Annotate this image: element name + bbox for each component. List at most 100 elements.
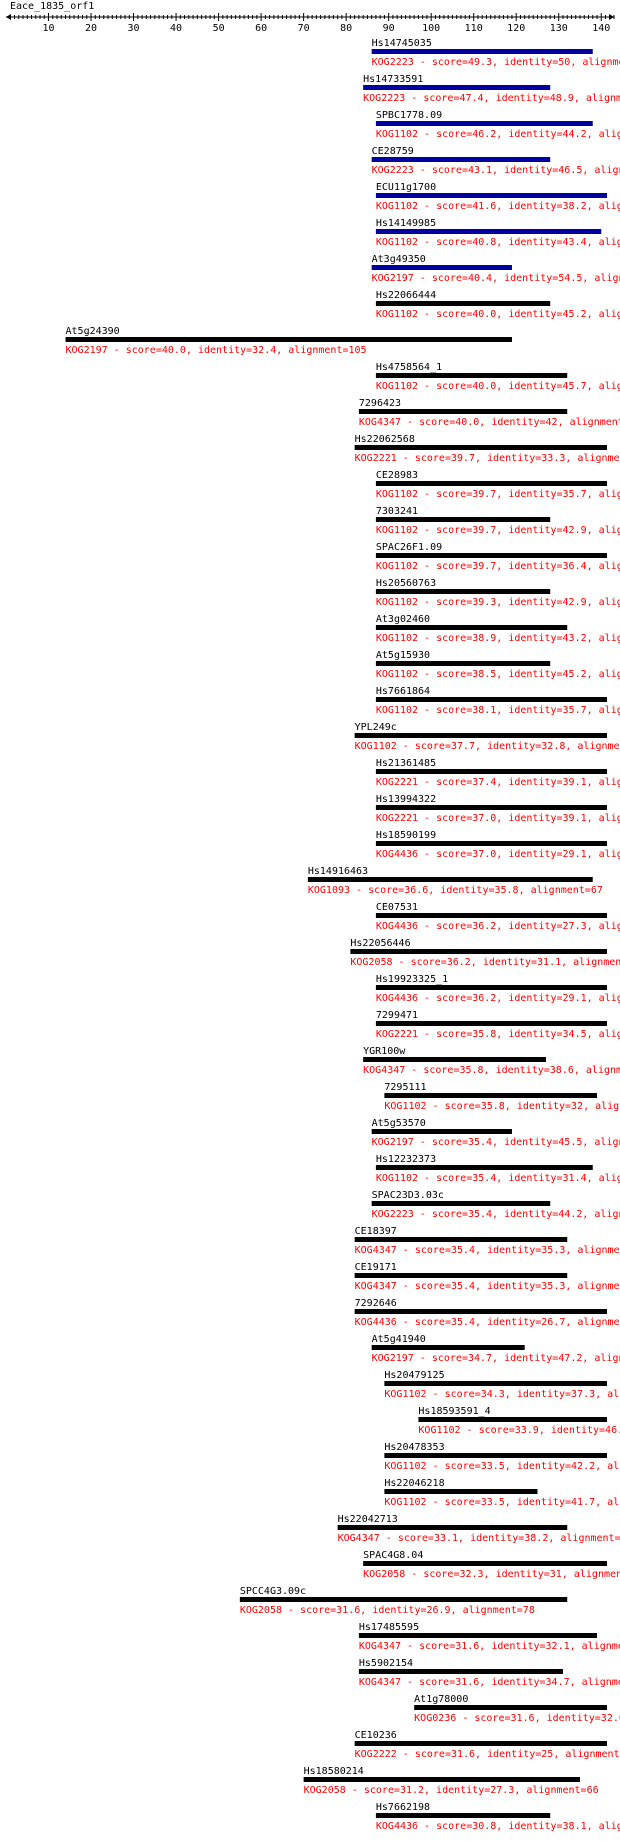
hit-bar[interactable] <box>384 1381 607 1386</box>
hit-description[interactable]: KOG2223 - score=43.1, identity=46.5, ali… <box>372 165 620 176</box>
hit-description[interactable]: KOG1102 - score=40.0, identity=45.7, ali… <box>376 381 620 392</box>
hit-name[interactable]: Hs22062568 <box>355 434 415 445</box>
hit-description[interactable]: KOG1102 - score=41.6, identity=38.2, ali… <box>376 201 620 212</box>
hit-name[interactable]: At3g02460 <box>376 614 430 625</box>
hit-bar[interactable] <box>371 1201 551 1206</box>
hit-description[interactable]: KOG4347 - score=33.1, identity=38.2, ali… <box>338 1533 620 1544</box>
hit-name[interactable]: 7292646 <box>355 1298 397 1309</box>
hit-bar[interactable] <box>375 841 607 846</box>
hit-bar[interactable] <box>375 769 607 774</box>
hit-bar[interactable] <box>354 733 607 738</box>
hit-bar[interactable] <box>418 1417 607 1422</box>
hit-description[interactable]: KOG4347 - score=35.4, identity=35.3, ali… <box>355 1281 620 1292</box>
hit-name[interactable]: Hs19923325_1 <box>376 974 448 985</box>
hit-description[interactable]: KOG2197 - score=34.7, identity=47.2, ali… <box>372 1353 620 1364</box>
hit-name[interactable]: Hs14149985 <box>376 218 436 229</box>
hit-bar[interactable] <box>371 1129 512 1134</box>
hit-description[interactable]: KOG1102 - score=34.3, identity=37.3, ali <box>384 1389 620 1400</box>
hit-description[interactable]: KOG2222 - score=31.6, identity=25, align… <box>355 1749 620 1760</box>
hit-bar[interactable] <box>337 1525 568 1530</box>
hit-name[interactable]: Hs14745035 <box>372 38 432 49</box>
hit-bar[interactable] <box>375 805 607 810</box>
hit-name[interactable]: Hs22042713 <box>338 1514 398 1525</box>
hit-bar[interactable] <box>375 1165 593 1170</box>
hit-description[interactable]: KOG4347 - score=35.8, identity=38.6, ali… <box>363 1065 620 1076</box>
hit-name[interactable]: SPBC1778.09 <box>376 110 442 121</box>
hit-bar[interactable] <box>354 1273 568 1278</box>
hit-description[interactable]: KOG1102 - score=38.9, identity=43.2, ali… <box>376 633 620 644</box>
hit-name[interactable]: Hs4758564_1 <box>376 362 442 373</box>
hit-description[interactable]: KOG4436 - score=30.8, identity=38.1, ali… <box>376 1821 620 1832</box>
hit-name[interactable]: 7299471 <box>376 1010 418 1021</box>
hit-bar[interactable] <box>363 85 551 90</box>
hit-bar[interactable] <box>371 1345 525 1350</box>
hit-name[interactable]: CE28983 <box>376 470 418 481</box>
hit-name[interactable]: Hs18580214 <box>304 1766 364 1777</box>
hit-description[interactable]: KOG1102 - score=40.0, identity=45.2, ali… <box>376 309 620 320</box>
hit-name[interactable]: Hs22056446 <box>350 938 410 949</box>
hit-bar[interactable] <box>375 481 607 486</box>
hit-name[interactable]: 7295111 <box>384 1082 426 1093</box>
hit-description[interactable]: KOG4436 - score=36.2, identity=29.1, ali… <box>376 993 620 1004</box>
hit-description[interactable]: KOG2058 - score=31.6, identity=26.9, ali… <box>240 1605 535 1616</box>
hit-description[interactable]: KOG2197 - score=40.4, identity=54.5, ali… <box>372 273 620 284</box>
hit-description[interactable]: KOG2058 - score=36.2, identity=31.1, ali… <box>350 957 620 968</box>
hit-description[interactable]: KOG4436 - score=36.2, identity=27.3, ali… <box>376 921 620 932</box>
hit-bar[interactable] <box>375 373 568 378</box>
hit-bar[interactable] <box>358 1669 563 1674</box>
hit-name[interactable]: Hs21361485 <box>376 758 436 769</box>
hit-name[interactable]: Hs18593591_4 <box>418 1406 490 1417</box>
hit-name[interactable]: Hs17485595 <box>359 1622 419 1633</box>
hit-bar[interactable] <box>375 553 607 558</box>
hit-bar[interactable] <box>375 661 551 666</box>
hit-bar[interactable] <box>375 697 607 702</box>
hit-name[interactable]: CE07531 <box>376 902 418 913</box>
hit-description[interactable]: KOG1102 - score=39.7, identity=36.4, ali… <box>376 561 620 572</box>
hit-bar[interactable] <box>375 1813 551 1818</box>
hit-description[interactable]: KOG2223 - score=35.4, identity=44.2, ali… <box>372 1209 620 1220</box>
hit-bar[interactable] <box>414 1705 607 1710</box>
hit-description[interactable]: KOG2221 - score=37.0, identity=39.1, ali… <box>376 813 620 824</box>
hit-description[interactable]: KOG4436 - score=37.0, identity=29.1, ali… <box>376 849 620 860</box>
hit-bar[interactable] <box>371 49 593 54</box>
hit-description[interactable]: KOG2197 - score=40.0, identity=32.4, ali… <box>66 345 367 356</box>
hit-description[interactable]: KOG1102 - score=33.9, identity=46.9 <box>418 1425 620 1436</box>
hit-name[interactable]: Hs7662198 <box>376 1802 430 1813</box>
hit-bar[interactable] <box>307 877 593 882</box>
hit-description[interactable]: KOG1102 - score=33.5, identity=41.7, ali <box>384 1497 620 1508</box>
hit-description[interactable]: KOG4436 - score=35.4, identity=26.7, ali… <box>355 1317 620 1328</box>
hit-description[interactable]: KOG1102 - score=40.8, identity=43.4, ali… <box>376 237 620 248</box>
hit-description[interactable]: KOG1102 - score=35.4, identity=31.4, ali… <box>376 1173 620 1184</box>
hit-name[interactable]: Hs14733591 <box>363 74 423 85</box>
hit-bar[interactable] <box>65 337 512 342</box>
hit-description[interactable]: KOG1102 - score=39.7, identity=42.9, ali… <box>376 525 620 536</box>
hit-bar[interactable] <box>239 1597 568 1602</box>
hit-bar[interactable] <box>375 121 593 126</box>
hit-name[interactable]: At5g41940 <box>372 1334 426 1345</box>
hit-name[interactable]: At5g53570 <box>372 1118 426 1129</box>
hit-bar[interactable] <box>350 949 607 954</box>
hit-name[interactable]: Hs20478353 <box>384 1442 444 1453</box>
hit-description[interactable]: KOG1093 - score=36.6, identity=35.8, ali… <box>308 885 603 896</box>
hit-name[interactable]: Hs22066444 <box>376 290 436 301</box>
hit-name[interactable]: Hs18590199 <box>376 830 436 841</box>
hit-bar[interactable] <box>375 625 568 630</box>
hit-name[interactable]: CE28759 <box>372 146 414 157</box>
hit-name[interactable]: 7303241 <box>376 506 418 517</box>
hit-bar[interactable] <box>375 301 551 306</box>
hit-name[interactable]: Hs22046218 <box>384 1478 444 1489</box>
hit-name[interactable]: YGR100w <box>363 1046 406 1057</box>
hit-bar[interactable] <box>371 157 551 162</box>
hit-bar[interactable] <box>375 913 607 918</box>
hit-description[interactable]: KOG1102 - score=33.5, identity=42.2, ali <box>384 1461 620 1472</box>
hit-name[interactable]: SPAC23D3.03c <box>372 1190 444 1201</box>
hit-bar[interactable] <box>375 985 607 990</box>
hit-name[interactable]: ECU11g1700 <box>376 182 436 193</box>
hit-description[interactable]: KOG2221 - score=37.4, identity=39.1, ali… <box>376 777 620 788</box>
hit-description[interactable]: KOG4347 - score=31.6, identity=32.1, ali… <box>359 1641 620 1652</box>
hit-description[interactable]: KOG2197 - score=35.4, identity=45.5, ali… <box>372 1137 620 1148</box>
hit-description[interactable]: KOG1102 - score=37.7, identity=32.8, ali… <box>355 741 620 752</box>
hit-name[interactable]: Hs13994322 <box>376 794 436 805</box>
hit-description[interactable]: KOG2221 - score=39.7, identity=33.3, ali… <box>355 453 620 464</box>
hit-name[interactable]: Hs12232373 <box>376 1154 436 1165</box>
